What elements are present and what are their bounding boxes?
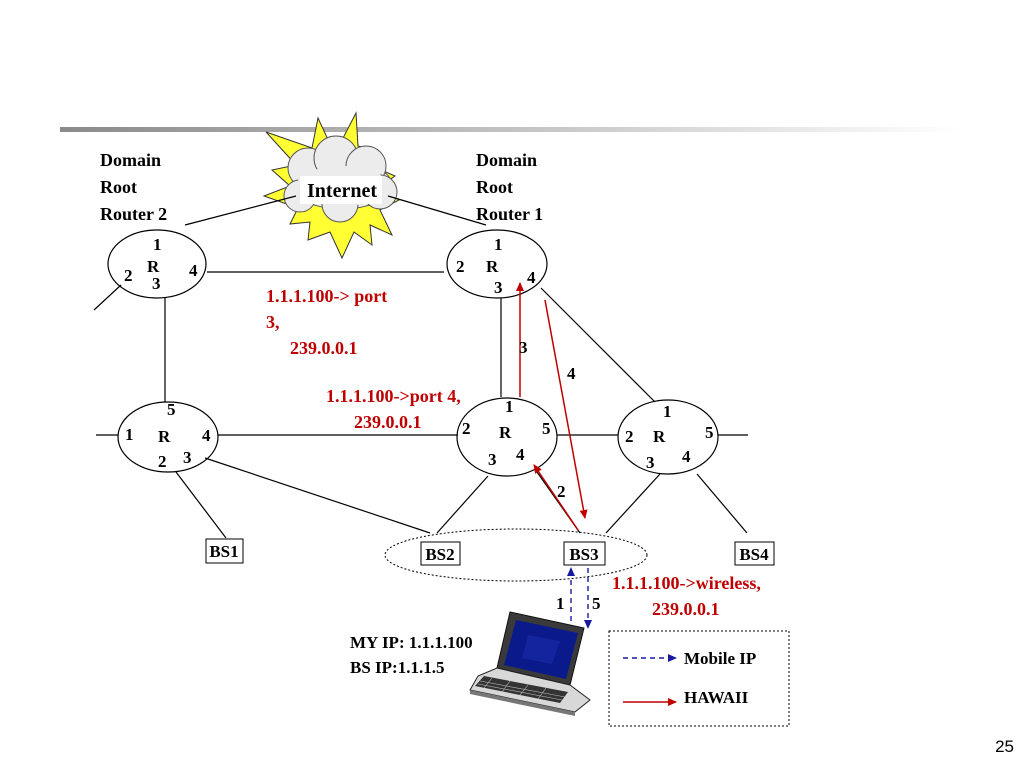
router-port-label: 3	[152, 274, 161, 293]
router-port-label: 2	[124, 266, 133, 285]
router-port-label: 2	[462, 419, 471, 438]
bs1-label: BS1	[209, 542, 238, 561]
bs2-label: BS2	[425, 545, 454, 564]
router-left	[117, 401, 219, 473]
router-port-label: 3	[488, 450, 497, 469]
title-rule	[60, 127, 960, 132]
route-entry-wireless-line: 1.1.1.100->wireless,	[612, 573, 761, 593]
internet-label: Internet	[307, 180, 377, 202]
router-port-label: 3	[494, 278, 503, 297]
legend-mobile-ip-label: Mobile IP	[684, 649, 756, 668]
route-entry-top-line: 1.1.1.100-> port	[266, 286, 387, 306]
router-port-label: 2	[158, 452, 167, 471]
root1-caption-line: Router 1	[476, 204, 543, 224]
route-entry-top-line: 239.0.0.1	[290, 338, 358, 358]
laptop-icon	[469, 611, 591, 716]
hawaii-arrow-step2	[533, 464, 579, 531]
router-port-label: 2	[625, 427, 634, 446]
router-port-label: 4	[527, 268, 536, 287]
router-port-label: 1	[494, 235, 503, 254]
my-ip-text: MY IP: 1.1.1.100	[350, 633, 473, 652]
bs-ip-text: BS IP:1.1.1.5	[350, 658, 444, 677]
step-label: 4	[567, 364, 576, 383]
router-port-label: 5	[542, 419, 551, 438]
router-domain-root-1	[446, 229, 548, 299]
bs4-label: BS4	[739, 545, 769, 564]
router-port-label: 3	[646, 453, 655, 472]
router-center-label: R	[499, 423, 512, 442]
bs3-label: BS3	[569, 545, 598, 564]
root1-caption-line: Domain	[476, 150, 537, 170]
bs4-box	[734, 541, 775, 566]
router-center-label: R	[486, 257, 499, 276]
step-label: 2	[557, 482, 566, 501]
router-port-label: 4	[516, 445, 525, 464]
router-port-label: 5	[705, 423, 714, 442]
router-port-label: 1	[153, 235, 162, 254]
links	[93, 195, 748, 539]
router-port-label: 4	[189, 261, 198, 280]
legend: Mobile IP HAWAII	[608, 630, 790, 727]
router-center-label: R	[147, 257, 160, 276]
legend-hawaii-label: HAWAII	[684, 688, 749, 707]
root2-caption-line: Router 2	[100, 204, 167, 224]
root2-caption-line: Domain	[100, 150, 161, 170]
router-center-label: R	[158, 427, 171, 446]
router-port-label: 2	[456, 257, 465, 276]
router-port-label: 3	[183, 448, 192, 467]
legend-box	[608, 630, 790, 727]
router-domain-root-2	[107, 229, 207, 299]
page-number: 25	[995, 737, 1014, 756]
route-entry-top-line: 3,	[266, 312, 280, 332]
bs1-box	[205, 538, 244, 564]
internet-cloud-icon	[262, 111, 401, 260]
bs2-box	[420, 541, 461, 566]
step-label: 3	[519, 338, 528, 357]
coverage-area	[384, 528, 648, 582]
route-entry-mid-line: 1.1.1.100->port 4,	[326, 386, 461, 406]
router-port-label: 4	[202, 426, 211, 445]
hawaii-arrow-step4	[544, 299, 588, 519]
route-entry-mid-line: 239.0.0.1	[354, 412, 422, 432]
bs3-box	[563, 541, 606, 566]
router-center-label: R	[653, 427, 666, 446]
router-port-label: 1	[125, 425, 134, 444]
step-label: 1	[556, 594, 565, 613]
step-label: 5	[592, 594, 601, 613]
router-middle	[456, 397, 558, 477]
root2-caption-line: Root	[100, 177, 137, 197]
router-port-label: 1	[505, 397, 514, 416]
router-port-label: 4	[682, 447, 691, 466]
root1-caption-line: Root	[476, 177, 513, 197]
router-port-label: 5	[167, 400, 176, 419]
route-entry-wireless-line: 239.0.0.1	[652, 599, 720, 619]
router-port-label: 1	[663, 402, 672, 421]
router-right	[617, 399, 719, 475]
